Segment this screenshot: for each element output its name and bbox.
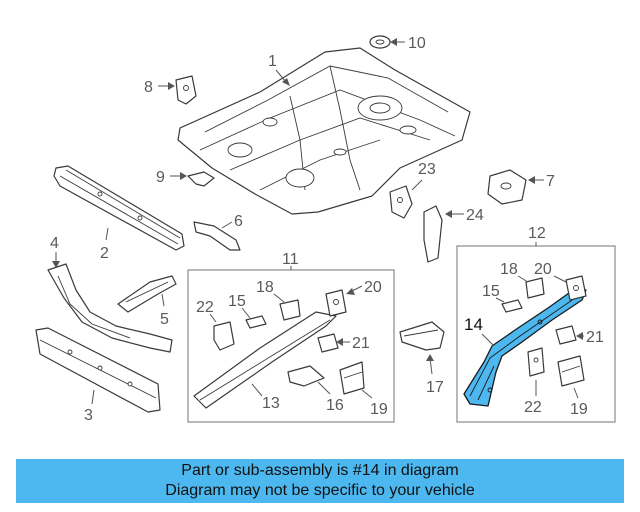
part-5-bracket [117, 275, 177, 313]
info-banner: Part or sub-assembly is #14 in diagram D… [16, 459, 624, 503]
callout-19-left: 19 [370, 401, 388, 418]
callout-20-left: 20 [364, 279, 382, 296]
part-9-bracket [187, 171, 215, 187]
callout-14: 14 [464, 315, 483, 334]
callout-20-right: 20 [534, 261, 552, 278]
callout-23: 23 [418, 161, 436, 178]
callout-16: 16 [326, 397, 344, 414]
part-19-bracket-left [339, 361, 365, 395]
part-17-bracket [399, 321, 445, 351]
callout-6: 6 [234, 213, 243, 230]
part-8-bracket [175, 75, 197, 105]
part-22-bracket-left [213, 321, 235, 351]
part-15-plate-left [245, 315, 267, 329]
callout-10: 10 [408, 35, 426, 52]
callout-2: 2 [100, 245, 109, 262]
part-10-grommet [369, 35, 391, 49]
callout-18-right: 18 [500, 261, 518, 278]
part-14-rail-highlighted[interactable] [463, 287, 587, 407]
parts-diagram: 1 10 8 9 2 6 4 [35, 35, 616, 424]
callout-15-left: 15 [228, 293, 246, 310]
part-22-bracket-right [527, 347, 545, 377]
part-1-floor-pan [177, 47, 471, 215]
callout-9: 9 [156, 169, 165, 186]
part-20-bracket-left [325, 289, 347, 317]
callout-21-left: 21 [352, 335, 370, 352]
callout-22-right: 22 [524, 399, 542, 416]
part-4-curved-rail [47, 263, 173, 353]
callout-13: 13 [262, 395, 280, 412]
callout-22-left: 22 [196, 299, 214, 316]
callout-18-left: 18 [256, 279, 274, 296]
callout-7: 7 [546, 173, 555, 190]
part-15-plate-right [501, 299, 523, 313]
part-21-plate-right [555, 325, 577, 345]
part-23-bracket [389, 185, 413, 219]
part-18-bracket-right [525, 277, 545, 299]
callout-17: 17 [426, 379, 444, 396]
callout-3: 3 [84, 407, 93, 424]
part-6-bracket [193, 221, 241, 251]
part-18-bracket-left [279, 299, 301, 321]
callout-1: 1 [268, 53, 277, 70]
callout-8: 8 [144, 79, 153, 96]
banner-line-1: Part or sub-assembly is #14 in diagram [181, 462, 459, 479]
callout-5: 5 [160, 311, 169, 328]
part-20-bracket-right [565, 275, 587, 301]
part-16-bracket [287, 365, 325, 387]
banner-line-2: Diagram may not be specific to your vehi… [165, 482, 475, 499]
part-24-bracket [423, 205, 443, 263]
part-13-rail [193, 311, 337, 409]
part-2-cross-member [53, 165, 185, 251]
callout-15-right: 15 [482, 283, 500, 300]
part-3-cross-member [35, 327, 161, 413]
part-7-bracket [487, 169, 527, 205]
callout-4: 4 [50, 235, 59, 252]
callout-21-right: 21 [586, 329, 604, 346]
callout-11: 11 [282, 251, 299, 268]
callout-24: 24 [466, 207, 484, 224]
callout-12: 12 [528, 225, 546, 242]
part-19-bracket-right [557, 355, 585, 387]
callout-19-right: 19 [570, 401, 588, 418]
part-21-plate-left [317, 333, 339, 353]
